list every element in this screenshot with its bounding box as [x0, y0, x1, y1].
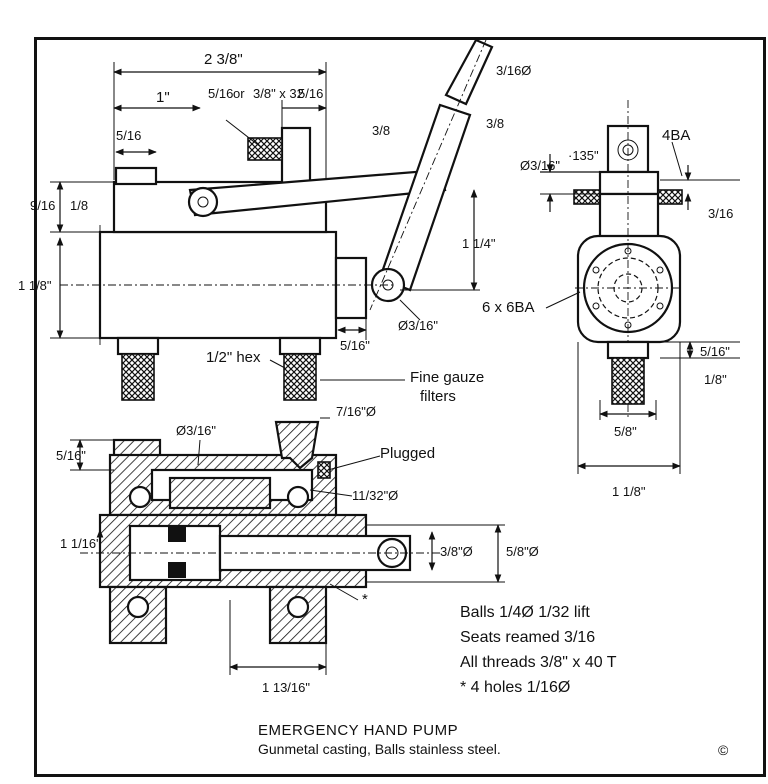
dim-height-1-8: 1/8	[70, 198, 88, 213]
handle-grip	[444, 38, 494, 106]
note-seats: Seats reamed 3/16	[460, 629, 595, 646]
filter-left	[121, 353, 155, 401]
drawing-frame	[34, 37, 766, 777]
end-right-thread	[657, 189, 683, 205]
dim-port-5-16: 5/16	[208, 86, 233, 101]
label-4ba: 4BA	[662, 127, 690, 144]
dim-end-1-1-8: 1 1/8"	[612, 484, 646, 499]
dim-port-3-8x32: 3/8" x 32	[253, 86, 304, 101]
dim-link-1-1-4: 1 1/4"	[462, 236, 496, 251]
dim-sec-5-8: 5/8"Ø	[506, 544, 539, 559]
end-left-thread	[573, 189, 601, 205]
label-plugged: Plugged	[380, 445, 435, 462]
side-view	[50, 38, 494, 401]
end-top-block	[598, 170, 660, 196]
end-neck	[598, 192, 660, 240]
dim-body-1-1-8: 1 1/8"	[18, 278, 52, 293]
section-view	[70, 417, 505, 675]
label-filters: filters	[420, 388, 456, 405]
sec-plug	[317, 461, 331, 479]
dim-sec-7-16: 7/16"Ø	[336, 404, 376, 419]
dim-sec-5-16: 5/16"	[56, 448, 86, 463]
end-view	[540, 100, 740, 474]
dim-one-inch: 1"	[156, 89, 170, 106]
dim-port-or: or	[233, 86, 245, 101]
dim-left-5-16: 5/16	[116, 128, 141, 143]
dim-link-3-8-b: 3/8	[486, 116, 504, 131]
dim-rod-3-16: 3/16Ø	[496, 63, 531, 78]
end-filter	[611, 357, 645, 405]
filter-right	[283, 353, 317, 401]
outlet-port-boss	[280, 126, 312, 186]
sec-ball-lower-right	[286, 595, 310, 619]
copyright-mark: ©	[718, 742, 729, 758]
note-holes: * 4 holes 1/16Ø	[460, 679, 570, 696]
dim-sec-3-8: 3/8"Ø	[440, 544, 473, 559]
dim-sec-11-32: 11/32"Ø	[352, 488, 398, 503]
sec-ball-lower-left	[126, 595, 150, 619]
label-half-inch-hex: 1/2" hex	[206, 349, 261, 366]
sec-ball-right	[286, 485, 310, 509]
dim-pivot-3-16: Ø3/16"	[398, 318, 438, 333]
bottom-hex-left	[116, 336, 160, 356]
dim-sec-1-1-16: 1 1/16"	[60, 536, 101, 551]
pivot-boss	[334, 256, 368, 320]
note-threads: All threads 3/8" x 40 T	[460, 654, 617, 671]
handle-link	[378, 103, 472, 292]
dim-end-5-16-right: 5/16"	[700, 344, 730, 359]
label-star: *	[362, 591, 368, 608]
sec-top-fitting	[274, 420, 320, 470]
dim-end-1-8-right: 1/8"	[704, 372, 727, 387]
dim-end-135: ·135"	[568, 148, 599, 163]
dim-sec-1-13-16: 1 13/16"	[262, 680, 310, 695]
sec-ball-left	[128, 485, 152, 509]
lever-pivot-left	[187, 186, 219, 218]
dim-link-3-8-a: 3/8	[372, 123, 390, 138]
top-cap-nut	[114, 166, 158, 186]
dim-end-dia-3-16: Ø3/16"	[520, 158, 560, 173]
dim-overall-length: 2 3/8"	[204, 51, 243, 68]
dim-end-3-16-right: 3/16	[708, 206, 733, 221]
label-fine-gauze: Fine gauze	[410, 369, 484, 386]
note-balls: Balls 1/4Ø 1/32 lift	[460, 604, 590, 621]
dim-sec-bore-3-16: Ø3/16"	[176, 423, 216, 438]
end-bottom-hex	[606, 340, 650, 360]
dim-height-9-16: 9/16	[30, 198, 55, 213]
dim-port-right-5-16: 5/16	[298, 86, 323, 101]
caption-title: EMERGENCY HAND PUMP	[258, 722, 458, 739]
bottom-hex-right	[278, 336, 322, 356]
caption-subtitle: Gunmetal casting, Balls stainless steel.	[258, 741, 501, 757]
label-6x6ba: 6 x 6BA	[482, 299, 535, 316]
dim-offset-5-16: 5/16"	[340, 338, 370, 353]
sec-upper-plug	[168, 476, 272, 510]
dim-end-5-8: 5/8"	[614, 424, 637, 439]
